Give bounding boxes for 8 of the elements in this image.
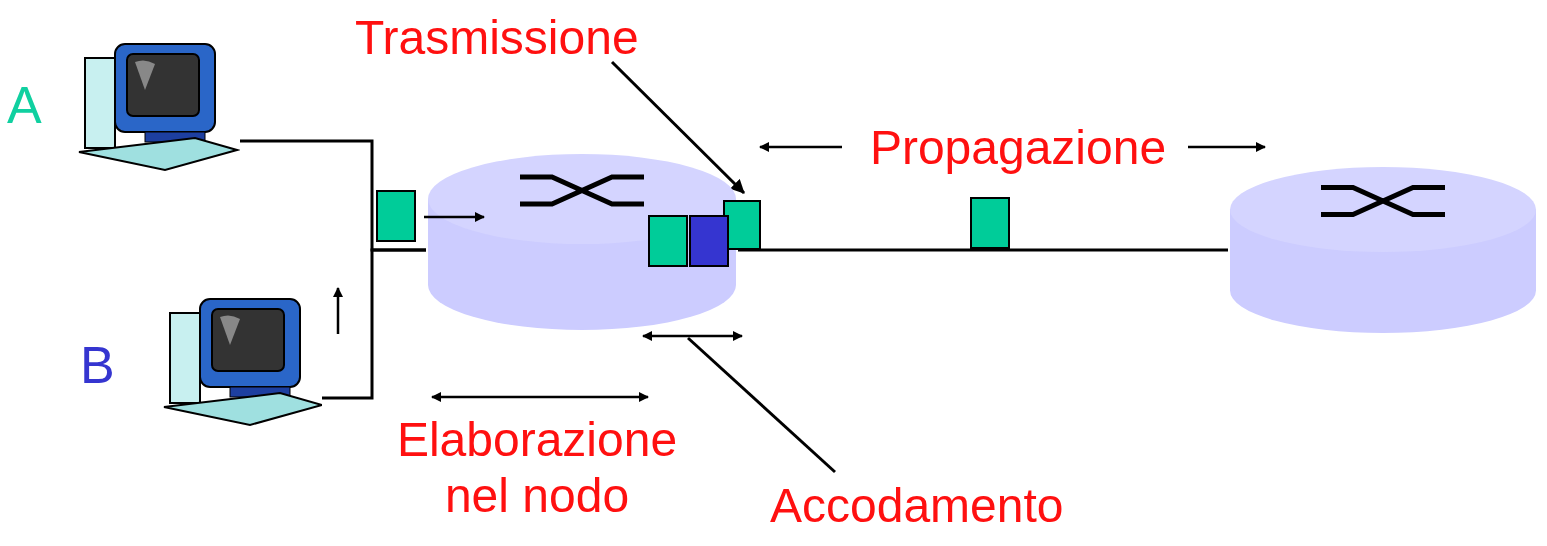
network-link [738,248,1228,252]
callout-label: Trasmissione [355,10,640,66]
host-label: A [7,75,42,135]
leader-line [610,60,746,195]
leader-line [687,336,836,474]
network-link [322,248,426,400]
host-label: B [80,335,115,395]
callout-label: Accodamento [770,478,1065,534]
